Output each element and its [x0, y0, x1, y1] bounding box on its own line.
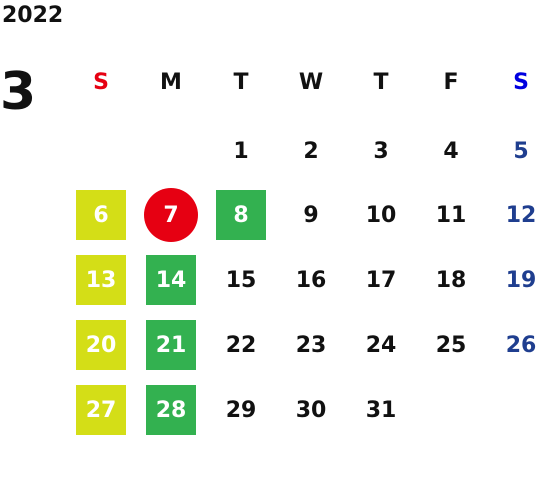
day-cell-22: 22: [225, 332, 257, 358]
day-cell-13: 13: [76, 255, 126, 305]
day-cell-18: 18: [435, 267, 467, 293]
day-cell-14: 14: [146, 255, 196, 305]
day-cell-30: 30: [295, 397, 327, 423]
day-cell-27: 27: [76, 385, 126, 435]
day-cell-24: 24: [365, 332, 397, 358]
day-cell-2: 2: [303, 138, 319, 164]
weekday-header-sunday: S: [93, 69, 109, 95]
day-cell-21: 21: [146, 320, 196, 370]
day-cell-8: 8: [216, 190, 266, 240]
day-cell-6: 6: [76, 190, 126, 240]
year-label: 2022: [2, 3, 64, 28]
weekday-header-thursday: T: [373, 69, 389, 95]
day-cell-5: 5: [513, 138, 529, 164]
day-cell-9: 9: [303, 202, 319, 228]
day-cell-16: 16: [295, 267, 327, 293]
day-cell-29: 29: [225, 397, 257, 423]
day-cell-31: 31: [365, 397, 397, 423]
day-cell-3: 3: [373, 138, 389, 164]
day-cell-28: 28: [146, 385, 196, 435]
day-cell-11: 11: [435, 202, 467, 228]
day-cell-23: 23: [295, 332, 327, 358]
weekday-header-wednesday: W: [298, 69, 324, 95]
day-cell-15: 15: [225, 267, 257, 293]
day-cell-4: 4: [443, 138, 459, 164]
month-label: 3: [0, 62, 37, 122]
day-cell-17: 17: [365, 267, 397, 293]
day-cell-19: 19: [505, 267, 537, 293]
day-cell-25: 25: [435, 332, 467, 358]
day-cell-1: 1: [233, 138, 249, 164]
day-cell-7: 7: [144, 188, 198, 242]
weekday-header-monday: M: [160, 69, 182, 95]
day-cell-26: 26: [505, 332, 537, 358]
day-cell-12: 12: [505, 202, 537, 228]
weekday-header-saturday: S: [513, 69, 529, 95]
weekday-header-friday: F: [443, 69, 459, 95]
day-cell-10: 10: [365, 202, 397, 228]
day-cell-20: 20: [76, 320, 126, 370]
weekday-header-tuesday: T: [233, 69, 249, 95]
